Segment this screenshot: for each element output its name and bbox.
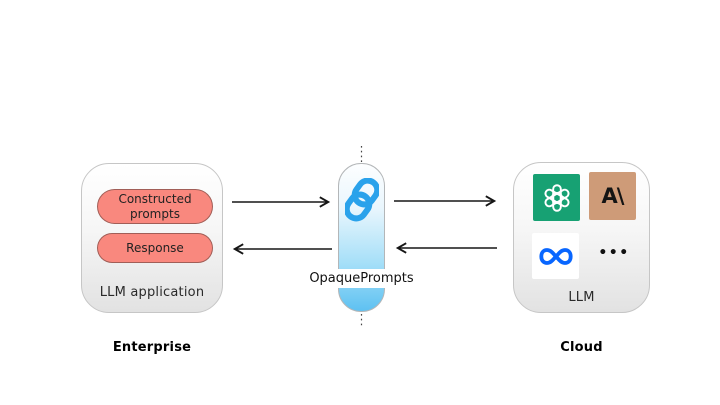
- response-label: Response: [126, 240, 184, 255]
- opaqueprompts-label: OpaquePrompts: [303, 269, 420, 288]
- openai-logo-tile: [533, 174, 580, 221]
- ellipsis-icon: •••: [598, 245, 630, 261]
- constructed-prompts-label: Constructed prompts: [118, 192, 192, 221]
- meta-logo-tile: [532, 233, 579, 279]
- llm-application-label: LLM application: [99, 285, 205, 300]
- cloud-caption: Cloud: [560, 340, 603, 355]
- opaqueprompts-capsule: [338, 163, 385, 312]
- llm-label: LLM: [568, 290, 595, 305]
- anthropic-logo-icon: A\: [601, 184, 625, 208]
- openai-logo-icon: [543, 183, 570, 212]
- response-pill: Response: [97, 233, 213, 263]
- chain-link-icon: [345, 178, 379, 222]
- cloud-box: A\ ••• LLM: [513, 162, 650, 313]
- meta-logo-icon: [538, 247, 573, 265]
- constructed-prompts-pill: Constructed prompts: [97, 189, 213, 224]
- enterprise-box: Constructed prompts Response LLM applica…: [81, 163, 223, 313]
- anthropic-logo-tile: A\: [589, 172, 636, 220]
- enterprise-caption: Enterprise: [112, 340, 192, 355]
